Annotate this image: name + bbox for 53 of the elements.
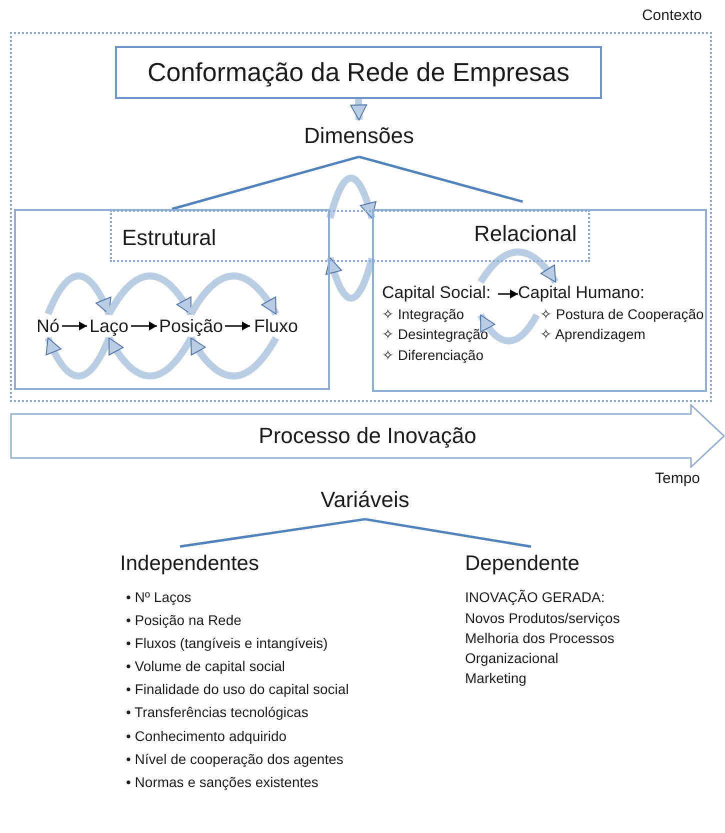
list-heading: Capital Humano: <box>518 282 646 304</box>
list-item: Marketing <box>465 669 528 688</box>
process-arrow: Processo de Inovação <box>10 404 725 468</box>
flow-term: Nó <box>34 314 62 338</box>
list-item: Melhoria dos Processos <box>465 628 616 648</box>
list-item: • Transferências tecnológicas <box>125 703 310 722</box>
arrow <box>131 322 157 330</box>
list-item: • Nº Laços <box>125 588 192 607</box>
list-heading: Capital Social: <box>382 282 492 304</box>
list-heading: Independentes <box>120 552 260 576</box>
list-item: ✧ Diferenciação <box>382 346 484 365</box>
cycle-arrow <box>106 272 194 316</box>
block-arrow <box>350 98 368 120</box>
list-item: Organizacional <box>465 649 560 668</box>
list-item: INOVAÇÃO GERADA: <box>465 588 606 608</box>
list-item: • Fluxos (tangíveis e intangíveis) <box>125 634 329 654</box>
list-item: • Finalidade do uso do capital social <box>125 680 350 700</box>
flow-term: Posição <box>157 314 225 338</box>
flow-term: Laço <box>87 314 131 338</box>
list-item: • Normas e sanções existentes <box>125 772 320 792</box>
list-item: • Posição na Rede <box>125 611 242 630</box>
list-item: ✧ Aprendizagem <box>539 325 646 344</box>
connector-line <box>172 156 360 210</box>
title-box: Conformação da Rede de Empresas <box>115 46 602 99</box>
arrow <box>498 290 518 298</box>
connector-line <box>364 518 532 548</box>
list-item: ✧ Postura de Cooperação <box>539 305 705 324</box>
connector-line <box>180 518 366 548</box>
cycle-arrow <box>188 336 279 380</box>
list-item: ✧ Integração <box>382 305 466 324</box>
arrow <box>225 322 250 330</box>
dimension-panel <box>14 209 330 390</box>
list-item: Novos Produtos/serviços <box>465 608 621 628</box>
cycle-arrow <box>478 313 540 344</box>
list-item: ✧ Desintegração <box>382 325 490 344</box>
list-heading: Dependente <box>465 551 580 577</box>
cycle-arrow <box>326 174 376 220</box>
cycle-arrow <box>478 248 558 284</box>
side-label: Tempo <box>655 470 700 487</box>
panel-heading: Relacional <box>474 221 577 247</box>
cycle-arrow <box>188 272 279 316</box>
arrow <box>62 322 87 330</box>
list-item: • Conhecimento adquirido <box>125 726 288 746</box>
heading-text: Dimensões <box>294 120 424 152</box>
heading-text: Variáveis <box>300 484 430 516</box>
list-item: • Volume de capital social <box>125 657 286 676</box>
panel-heading: Estrutural <box>122 225 216 251</box>
list-item: • Nível de cooperação dos agentes <box>125 750 344 769</box>
flow-term: Fluxo <box>250 314 302 338</box>
connector-line <box>358 156 524 203</box>
dimension-panel <box>372 209 707 392</box>
frame-heading: Contexto <box>642 7 702 24</box>
cycle-arrow <box>44 272 112 316</box>
